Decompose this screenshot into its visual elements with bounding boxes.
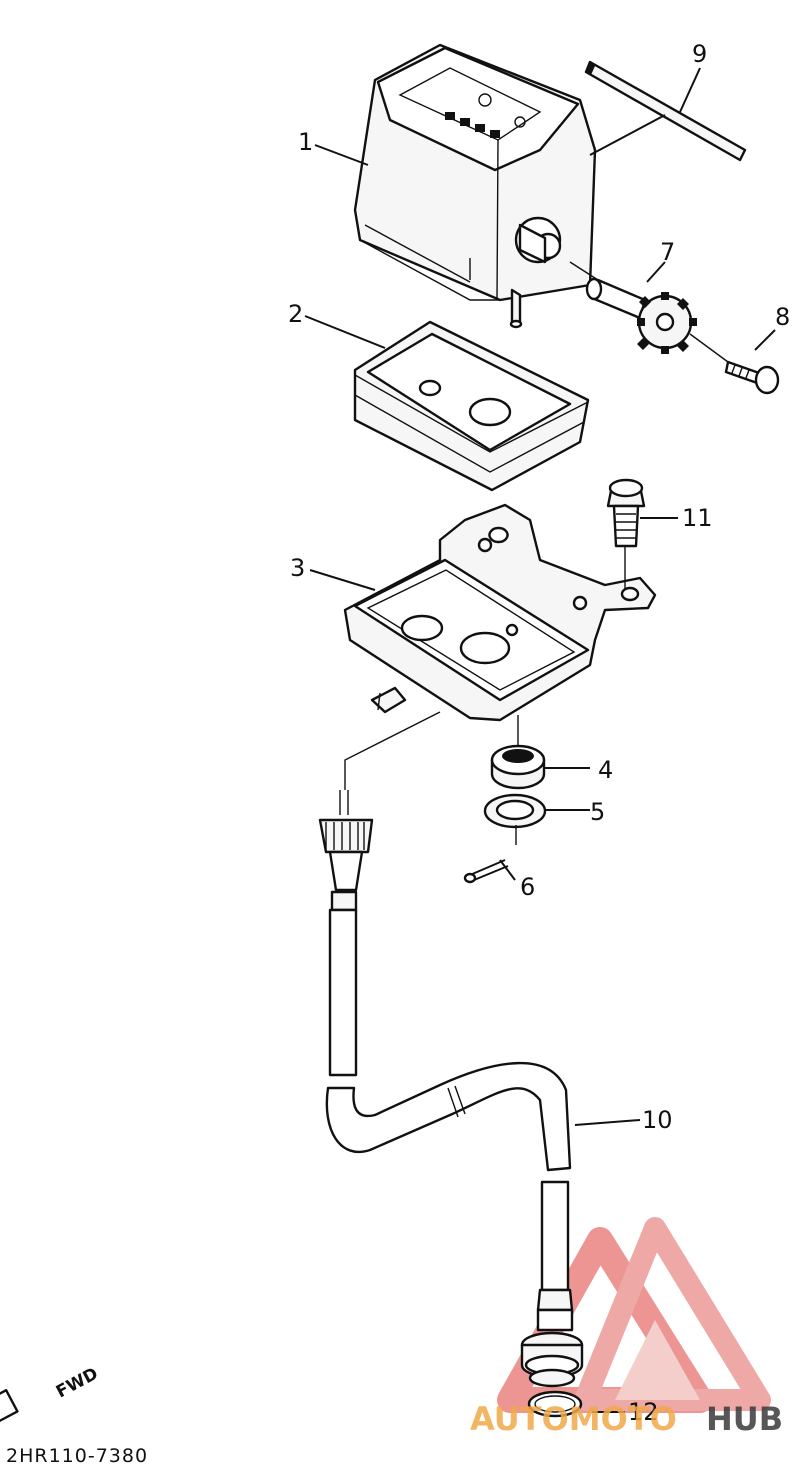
- watermark-wordmark: AUTOMOTO HUB: [470, 1400, 783, 1438]
- drawing-code: 2HR110-7380: [6, 1445, 148, 1467]
- watermark-text-left: AUTOMOTO: [470, 1400, 677, 1438]
- callout-3: 3: [290, 554, 305, 582]
- meter-case-bottom: [353, 320, 590, 492]
- watermark-text-right: HUB: [706, 1400, 783, 1438]
- cotter-pin: [463, 859, 509, 884]
- washer: [483, 793, 547, 829]
- callout-6: 6: [520, 873, 535, 901]
- leader-lines: [304, 67, 776, 1413]
- meter-housing: [353, 43, 597, 329]
- callout-11: 11: [682, 504, 713, 532]
- drive-gear: [585, 277, 697, 354]
- callout-9: 9: [692, 40, 707, 68]
- callout-12: 12: [628, 1398, 659, 1426]
- callout-8: 8: [775, 303, 790, 331]
- callout-5: 5: [590, 798, 605, 826]
- flange-bolt: [606, 478, 646, 548]
- callout-4: 4: [598, 756, 613, 784]
- callout-labels: 1 2 3 4 5 6 7 8 9 10 11 12: [288, 40, 790, 1426]
- grommet: [490, 744, 546, 790]
- pan-head-screw: [724, 360, 780, 395]
- speedometer-cable: [318, 790, 584, 1388]
- callout-10: 10: [642, 1106, 673, 1134]
- fwd-arrow-icon: [0, 1389, 19, 1457]
- fwd-label: FWD: [53, 1364, 102, 1403]
- rubber-strip: [584, 60, 747, 162]
- meter-bracket: [343, 503, 657, 722]
- callout-1: 1: [298, 128, 313, 156]
- callout-2: 2: [288, 300, 303, 328]
- o-ring: [527, 1390, 583, 1418]
- callout-7: 7: [660, 238, 675, 266]
